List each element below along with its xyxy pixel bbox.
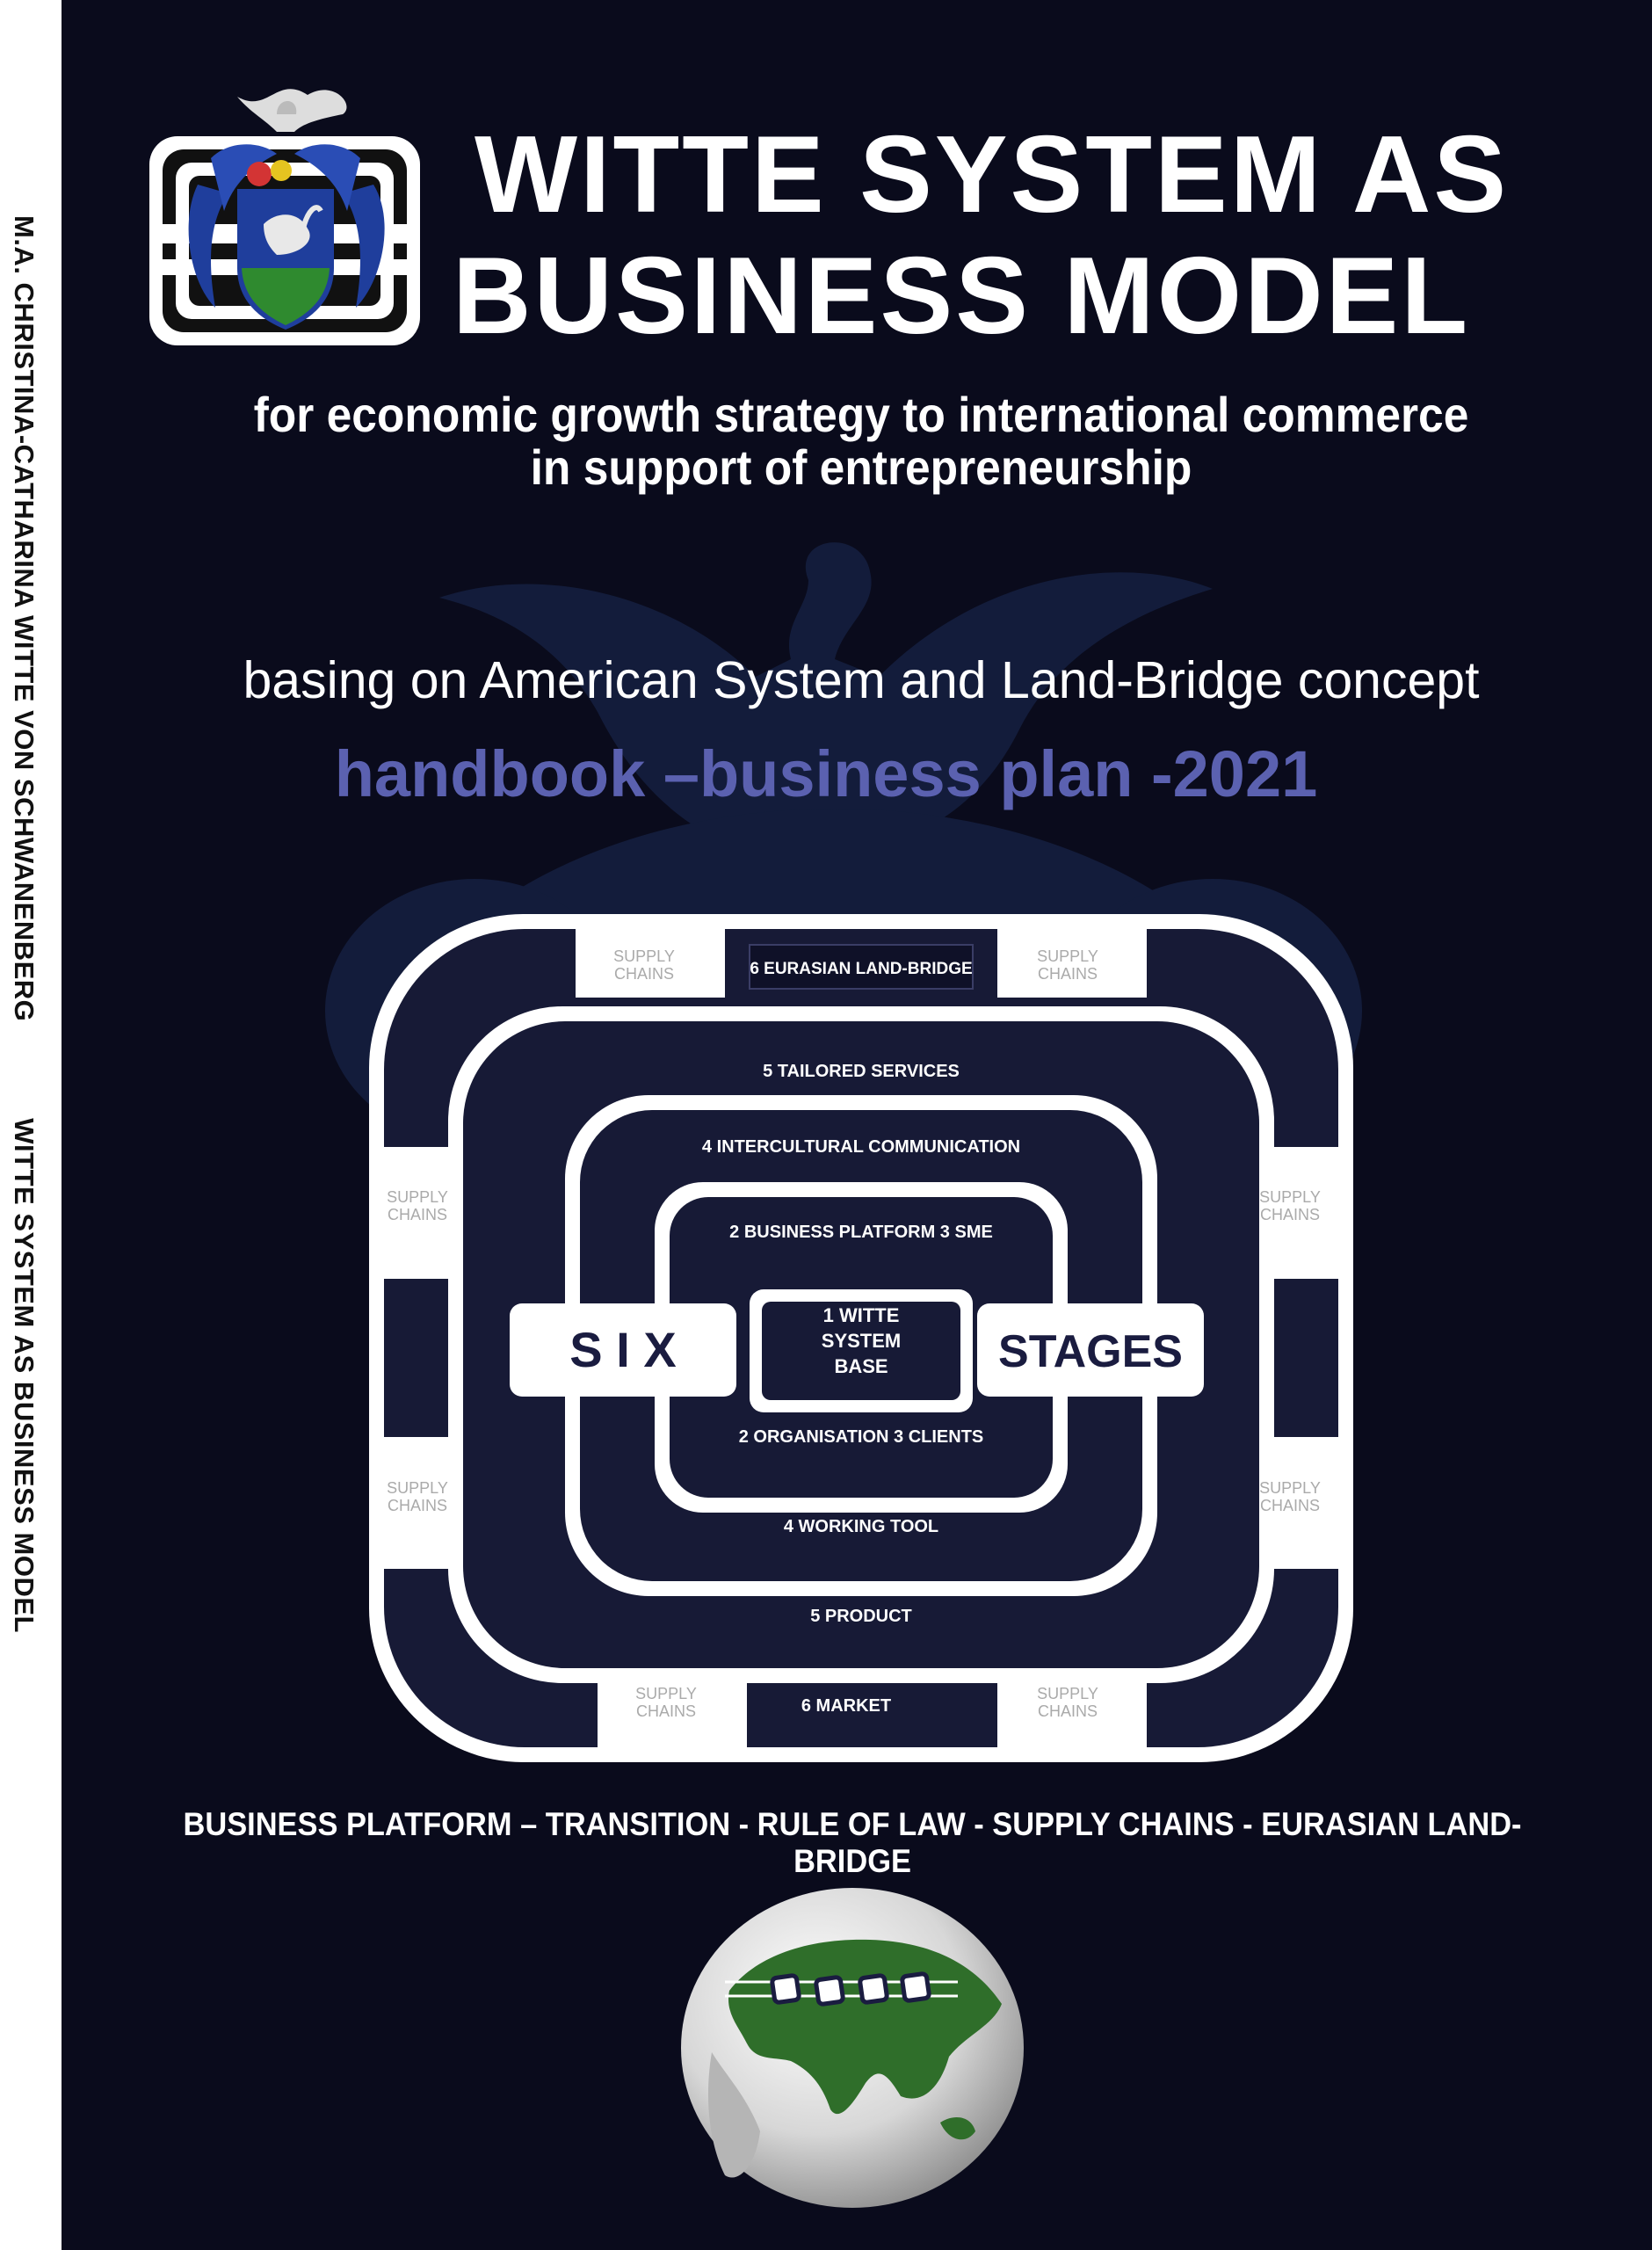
supply-chains-line-2: CHAINS xyxy=(636,1702,696,1720)
ring6-bottom-label: 6 MARKET xyxy=(801,1696,891,1716)
core-line-3: BASE xyxy=(834,1355,888,1377)
title-line-2: BUSINESS MODEL xyxy=(453,236,1471,357)
book-title: WITTE SYSTEM AS BUSINESS MODEL xyxy=(453,114,1630,357)
eurasia-globe-icon xyxy=(681,1888,1024,2208)
supply-chains-left-upper: SUPPLY CHAINS xyxy=(387,1188,448,1223)
six-label: S I X xyxy=(569,1322,676,1377)
core-line-2: SYSTEM xyxy=(822,1330,901,1352)
supply-chains-top-right: SUPPLY CHAINS xyxy=(1037,947,1098,983)
ring6-top-label: 6 EURASIAN LAND-BRIDGE xyxy=(750,960,972,978)
title-line-1: WITTE SYSTEM AS xyxy=(475,114,1510,236)
supply-chains-line-2: CHAINS xyxy=(1038,1702,1098,1720)
supply-chains-top-left: SUPPLY CHAINS xyxy=(613,947,675,983)
spine-author: M.A. CHRISTINA-CATHARINA WITTE VON SCHWA… xyxy=(9,215,40,1022)
supply-chains-line-1: SUPPLY xyxy=(635,1685,697,1702)
supply-chains-line-2: CHAINS xyxy=(388,1497,447,1514)
supply-chains-line-2: CHAINS xyxy=(1260,1497,1320,1514)
ring4-top-label: 4 INTERCULTURAL COMMUNICATION xyxy=(702,1137,1020,1157)
ring5-top-label: 5 TAILORED SERVICES xyxy=(763,1062,960,1081)
ring4-bottom-label: 4 WORKING TOOL xyxy=(784,1517,938,1536)
supply-chains-line-1: SUPPLY xyxy=(613,947,675,965)
supply-chains-line-1: SUPPLY xyxy=(1259,1479,1321,1497)
supply-chains-line-1: SUPPLY xyxy=(387,1188,448,1206)
tagline: BUSINESS PLATFORM – TRANSITION - RULE OF… xyxy=(183,1806,1522,1879)
supply-chains-right-lower: SUPPLY CHAINS xyxy=(1259,1479,1321,1514)
stages-label: STAGES xyxy=(998,1326,1183,1377)
supply-chains-line-1: SUPPLY xyxy=(1259,1188,1321,1206)
handbook-line: handbook –business plan -2021 xyxy=(334,737,1318,810)
spine-title: WITTE SYSTEM AS BUSINESS MODEL xyxy=(9,1118,40,1633)
ring23-bottom-label: 2 ORGANISATION 3 CLIENTS xyxy=(739,1427,984,1447)
subtitle-line-2: in support of entrepreneurship xyxy=(530,439,1192,495)
supply-chains-line-1: SUPPLY xyxy=(1037,1685,1098,1702)
supply-chains-line-2: CHAINS xyxy=(1038,965,1098,983)
supply-chains-left-lower: SUPPLY CHAINS xyxy=(387,1479,448,1514)
supply-chains-line-1: SUPPLY xyxy=(387,1479,448,1497)
ring23-top-label: 2 BUSINESS PLATFORM 3 SME xyxy=(729,1223,993,1242)
basing-line: basing on American System and Land-Bridg… xyxy=(243,651,1480,709)
supply-chains-line-1: SUPPLY xyxy=(1037,947,1098,965)
supply-chains-bottom-left: SUPPLY CHAINS xyxy=(635,1685,697,1720)
supply-chains-line-2: CHAINS xyxy=(388,1206,447,1223)
supply-chains-bottom-right: SUPPLY CHAINS xyxy=(1037,1685,1098,1720)
coat-of-arms-swan-icon xyxy=(149,89,420,345)
book-spine: M.A. CHRISTINA-CATHARINA WITTE VON SCHWA… xyxy=(0,0,62,2250)
core-line-1: 1 WITTE xyxy=(823,1304,900,1326)
ring5-bottom-label: 5 PRODUCT xyxy=(810,1607,912,1626)
spine-text: M.A. CHRISTINA-CATHARINA WITTE VON SCHWA… xyxy=(8,215,40,1633)
subtitle-line-1: for economic growth strategy to internat… xyxy=(253,387,1469,442)
supply-chains-line-2: CHAINS xyxy=(1260,1206,1320,1223)
supply-chains-right-upper: SUPPLY CHAINS xyxy=(1259,1188,1321,1223)
six-stages-diagram: 6 EURASIAN LAND-BRIDGE 5 TAILORED SERVIC… xyxy=(369,914,1353,1762)
book-subtitle: for economic growth strategy to internat… xyxy=(182,388,1540,494)
supply-chains-line-2: CHAINS xyxy=(614,965,674,983)
